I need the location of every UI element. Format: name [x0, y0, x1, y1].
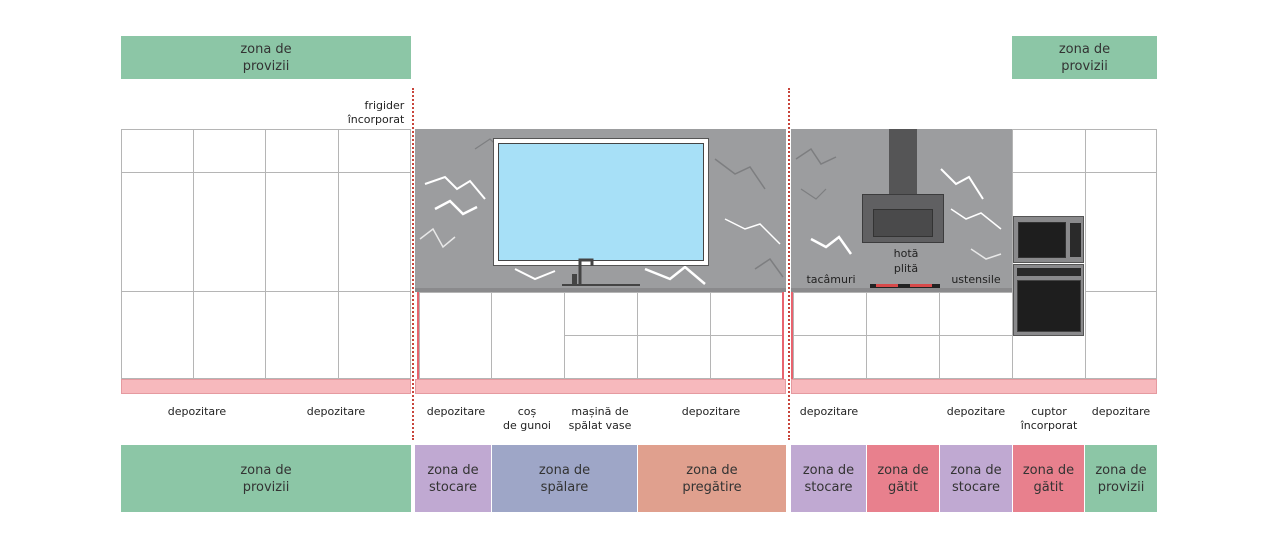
microwave	[1013, 216, 1084, 263]
hob-burners	[870, 284, 940, 288]
oven-door	[1017, 280, 1081, 332]
tall-cabinet-middle	[1085, 172, 1157, 292]
oven-control-strip	[1017, 268, 1081, 276]
base-drawer	[866, 335, 940, 379]
tall-cabinet-top	[1012, 129, 1086, 173]
storage-label: depozitare	[167, 405, 227, 418]
base-drawer	[564, 335, 638, 379]
storage-label: depozitare	[946, 405, 1006, 418]
zone-spalare: zona de spălare	[492, 445, 637, 512]
tall-cabinet-top	[1085, 129, 1157, 173]
storage-label: depozitare	[1091, 405, 1151, 418]
window	[493, 138, 709, 266]
zone-gatit: zona de gătit	[1013, 445, 1084, 512]
tall-cabinet-middle	[338, 172, 411, 292]
cabinet-edge-red	[782, 292, 784, 379]
zone-pregatire: zona de pregătire	[638, 445, 786, 512]
zone-provizii: zona de provizii	[121, 445, 411, 512]
zone-stocare: zona de stocare	[791, 445, 866, 512]
top-zone-provizii-right: zona de provizii	[1012, 36, 1157, 79]
hob-label: plită	[893, 262, 919, 275]
base-drawer	[637, 335, 711, 379]
zone-divider-left	[412, 88, 414, 440]
cutlery-label: tacâmuri	[806, 273, 856, 286]
plinth-right	[791, 379, 1157, 394]
tall-cabinet-bottom	[338, 291, 411, 379]
oven	[1013, 264, 1084, 336]
cabinet-edge-red	[417, 292, 419, 379]
microwave-window	[1018, 222, 1066, 258]
storage-label: depozitare	[799, 405, 859, 418]
zone-provizii: zona de provizii	[1085, 445, 1157, 512]
tall-cabinet-bottom	[193, 291, 266, 379]
marble-veins-right	[795, 147, 1002, 260]
tall-cabinet-bottom	[1085, 291, 1157, 379]
range-hood	[889, 129, 917, 195]
zone-stocare: zona de stocare	[940, 445, 1012, 512]
base-drawer	[564, 292, 638, 336]
base-drawer	[710, 335, 783, 379]
base-cabinet	[491, 292, 565, 379]
trash-bin-label: coș de gunoi	[503, 405, 551, 432]
tall-cabinet-top	[121, 129, 194, 173]
oven-label: cuptor încorporat	[1020, 405, 1078, 432]
storage-label: depozitare	[681, 405, 741, 418]
storage-label: depozitare	[426, 405, 486, 418]
tall-cabinet-bottom	[265, 291, 339, 379]
marble-veins	[419, 138, 784, 285]
faucet-icon	[562, 258, 640, 286]
base-drawer	[866, 292, 940, 336]
storage-label: depozitare	[306, 405, 366, 418]
base-drawer	[793, 292, 867, 336]
cabinet-edge-red	[791, 292, 793, 379]
base-drawer	[793, 335, 867, 379]
tall-cabinet-top	[265, 129, 339, 173]
burner-red	[876, 284, 898, 287]
base-cabinet	[419, 292, 492, 379]
countertop-right	[791, 288, 1012, 292]
tall-cabinet-top	[193, 129, 266, 173]
top-zone-provizii-left: zona de provizii	[121, 36, 411, 79]
utensils-label: ustensile	[951, 273, 1001, 286]
range-hood-canopy	[862, 194, 944, 243]
base-drawer	[939, 335, 1013, 379]
range-hood-filter	[873, 209, 933, 237]
fridge-label: frigider încorporat	[347, 99, 405, 126]
tall-cabinet-middle	[265, 172, 339, 292]
dishwasher-label: mașină de spălat vase	[568, 405, 632, 432]
zone-divider-right	[788, 88, 790, 440]
base-drawer	[939, 292, 1013, 336]
plinth-middle	[415, 379, 786, 394]
countertop	[415, 288, 786, 292]
tall-cabinet-middle	[121, 172, 194, 292]
tall-cabinet-bottom	[121, 291, 194, 379]
hood-label: hotă	[893, 247, 919, 260]
base-drawer	[637, 292, 711, 336]
plinth-left	[121, 379, 411, 394]
window-glass	[498, 143, 704, 261]
zone-stocare: zona de stocare	[415, 445, 491, 512]
burner-red	[910, 284, 932, 287]
tall-cabinet-middle	[193, 172, 266, 292]
tall-cabinet-top	[338, 129, 411, 173]
zone-gatit: zona de gătit	[867, 445, 939, 512]
base-drawer	[710, 292, 783, 336]
microwave-control-panel	[1070, 223, 1081, 257]
